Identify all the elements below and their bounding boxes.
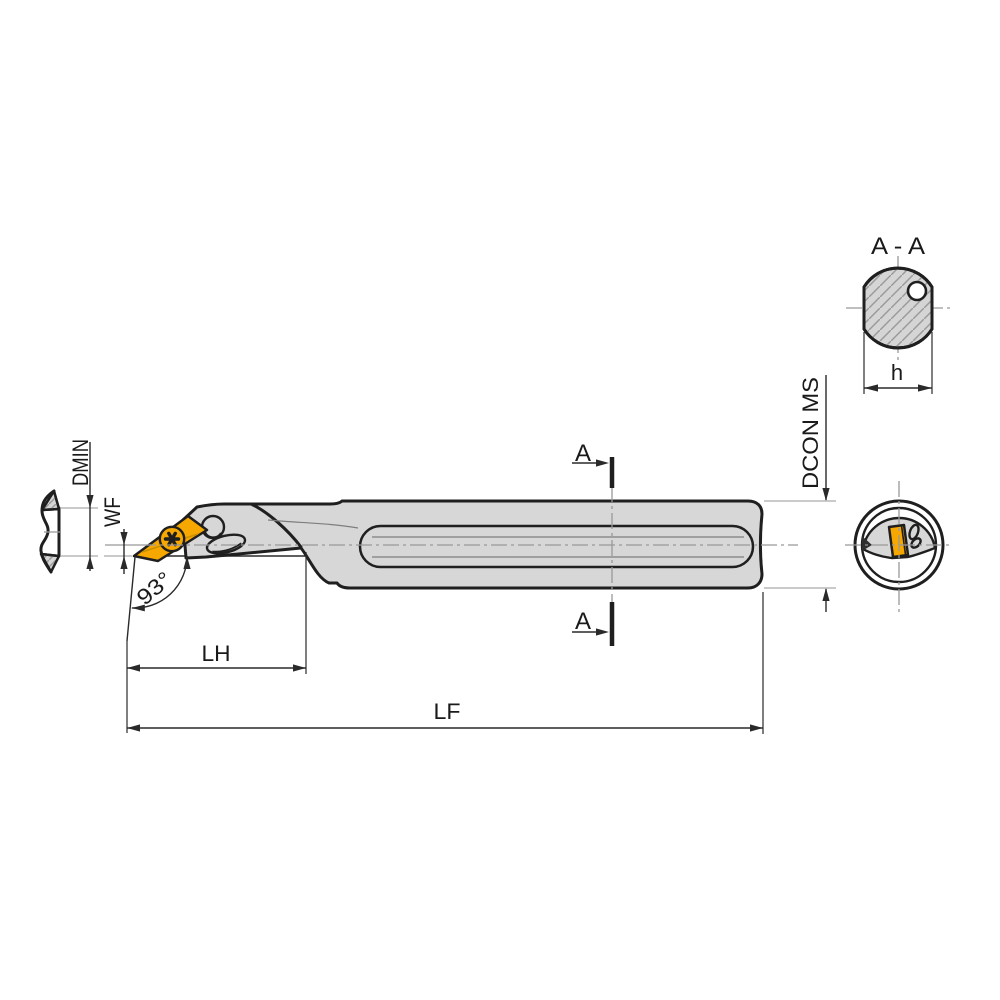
bore-wall-top-hatch [40,489,61,512]
angle-label: 93° [132,566,177,610]
section-marker-bottom: A [575,608,591,635]
dimension-dmin: DMIN [61,439,98,571]
head-slot [205,533,247,555]
wf-label: WF [100,497,125,527]
section-cut-line: A A [572,440,615,646]
head-blend-curve [250,503,303,549]
dmin-label: DMIN [68,439,93,486]
section-marker-top: A [575,440,591,467]
dimension-h: h [863,332,933,394]
end-view-tip [862,536,872,551]
section-title: A - A [871,233,925,260]
lh-label: LH [202,641,231,666]
dcon-ms-label: DCON MS [798,377,823,489]
neck-highlight-line [267,519,359,529]
torx-screw-icon [158,525,186,553]
section-shape-hatch [862,266,934,350]
pocket-screw-boss [200,514,226,540]
bore-profile-view [39,489,61,574]
shank-flat [358,524,755,569]
lf-label: LF [434,699,461,724]
section-view-a-a: A - A h [846,233,950,394]
side-view [105,499,798,590]
dimension-angle: 93° [126,555,191,642]
dimension-lh: LH [126,552,307,733]
end-view-slot [908,523,922,549]
dimension-wf: WF [100,497,132,574]
dimension-dcon-ms: DCON MS [764,375,836,612]
coolant-hole [906,280,928,302]
dimension-lf: LF [127,592,764,734]
h-label: h [891,360,903,385]
end-view [845,481,953,612]
